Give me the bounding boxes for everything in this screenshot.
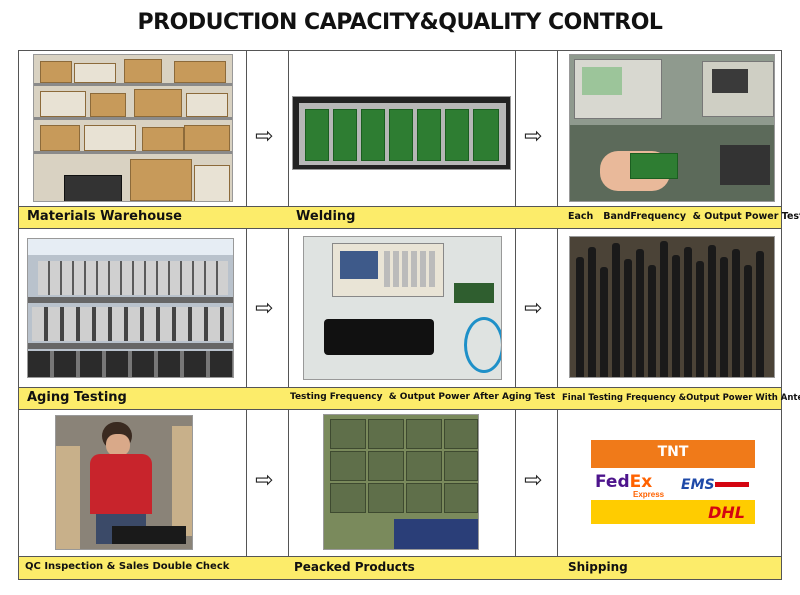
shipping-logos: TNT FedEx Express EMS DHL (591, 440, 755, 524)
grid-divider (515, 50, 516, 580)
after-aging-test-photo (303, 236, 502, 380)
grid-divider (557, 50, 558, 580)
step-label-band-testing: Each BandFrequency & Output Power Testin… (568, 211, 800, 222)
aging-testing-photo (27, 238, 234, 378)
ems-logo: EMS (681, 476, 751, 494)
step-label-aging-testing: Aging Testing (27, 390, 127, 405)
tnt-logo: TNT (591, 440, 755, 468)
process-grid (18, 50, 782, 580)
step-label-after-aging-test: Testing Frequency & Output Power After A… (290, 392, 556, 402)
label-band (19, 388, 781, 409)
arrow-right-icon: ⇨ (255, 468, 274, 493)
qc-inspection-photo (55, 415, 193, 550)
dhl-logo: DHL (591, 500, 755, 524)
label-band (19, 207, 781, 228)
step-label-packed-products: Peacked Products (294, 560, 415, 574)
packed-products-photo (323, 414, 479, 550)
step-label-shipping: Shipping (568, 560, 628, 574)
arrow-right-icon: ⇨ (255, 124, 274, 149)
step-label-materials-warehouse: Materials Warehouse (27, 209, 182, 224)
arrow-right-icon: ⇨ (524, 124, 543, 149)
step-label-welding: Welding (296, 209, 356, 224)
fedex-express-text: Express (633, 490, 665, 499)
grid-divider (246, 50, 247, 580)
label-band (19, 557, 781, 579)
grid-divider (18, 206, 782, 207)
final-testing-photo (569, 236, 775, 378)
step-label-qc-inspection: QC Inspection & Sales Double Check (25, 561, 230, 572)
arrow-right-icon: ⇨ (255, 296, 274, 321)
dhl-logo-text: DHL (708, 503, 745, 522)
tnt-logo-text: TNT (657, 444, 689, 460)
grid-divider (18, 409, 782, 410)
fedex-logo: FedEx Express (595, 472, 675, 499)
fedex-fed-text: Fed (595, 472, 630, 492)
grid-divider (288, 50, 289, 580)
arrow-right-icon: ⇨ (524, 296, 543, 321)
page-title: PRODUCTION CAPACITY&QUALITY CONTROL (137, 10, 663, 35)
arrow-right-icon: ⇨ (524, 468, 543, 493)
grid-divider (18, 228, 782, 229)
fedex-ex-text: Ex (629, 472, 653, 492)
band-testing-photo (569, 54, 775, 202)
warehouse-photo (33, 54, 233, 202)
grid-divider (18, 556, 782, 557)
grid-divider (18, 387, 782, 388)
ems-logo-text: EMS (681, 477, 715, 493)
welding-photo (292, 96, 511, 170)
step-label-final-testing: Final Testing Frequency &Output Power Wi… (562, 393, 800, 403)
